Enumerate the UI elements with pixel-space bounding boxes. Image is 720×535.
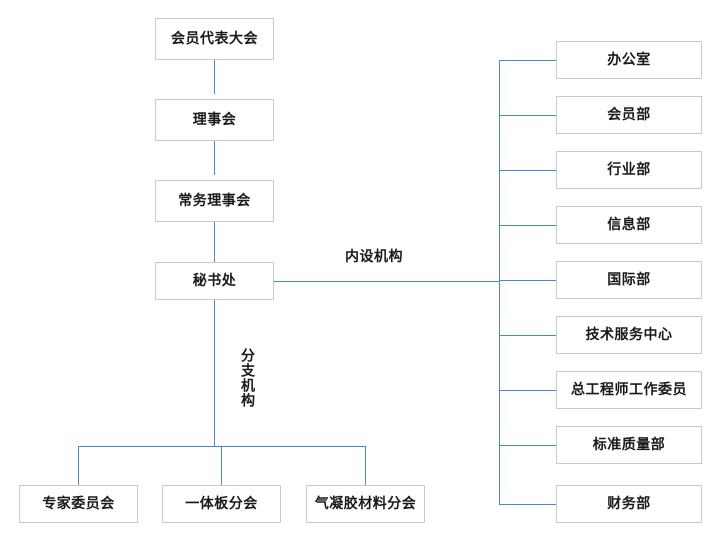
node-industry-label: 行业部 (607, 162, 651, 178)
node-aerogel-material-branch-label: 气凝胶材料分会 (314, 496, 417, 512)
connector-secretariat-to-branch-bus (214, 300, 215, 446)
connector-stub-office (499, 60, 556, 61)
node-secretariat[interactable]: 秘书处 (155, 262, 274, 300)
connector-stub-chief-engineer-committee (499, 390, 556, 391)
node-tech-service-center[interactable]: 技术服务中心 (556, 316, 702, 354)
node-chief-engineer-committee-label: 总工程师工作委员 (571, 382, 687, 398)
node-standing-council-label: 常务理事会 (178, 193, 251, 209)
connector-assembly-to-council (214, 60, 215, 94)
node-international-label: 国际部 (607, 272, 651, 288)
connector-drop-aerogel-material-branch (365, 446, 366, 485)
node-membership[interactable]: 会员部 (556, 96, 702, 134)
connector-council-to-standing-council (214, 141, 215, 175)
node-membership-label: 会员部 (607, 107, 651, 123)
node-expert-committee-label: 专家委员会 (42, 496, 115, 512)
node-office-label: 办公室 (607, 52, 651, 68)
connector-secretariat-to-internal-trunk (274, 281, 500, 282)
node-expert-committee[interactable]: 专家委员会 (19, 485, 138, 523)
node-assembly[interactable]: 会员代表大会 (155, 18, 274, 60)
connector-drop-expert-committee (78, 446, 79, 485)
node-assembly-label: 会员代表大会 (171, 31, 258, 47)
node-standing-council[interactable]: 常务理事会 (155, 180, 274, 222)
caption-branch-organizations: 分支机构 (239, 348, 255, 408)
node-aerogel-material-branch[interactable]: 气凝胶材料分会 (306, 485, 425, 523)
node-standards-quality[interactable]: 标准质量部 (556, 426, 702, 464)
connector-internal-departments-trunk (499, 60, 500, 505)
connector-stub-information (499, 225, 556, 226)
node-secretariat-label: 秘书处 (192, 273, 237, 289)
node-tech-service-center-label: 技术服务中心 (585, 327, 673, 343)
node-information-label: 信息部 (607, 217, 651, 233)
connector-stub-finance (499, 504, 556, 505)
node-office[interactable]: 办公室 (556, 41, 702, 79)
connector-stub-international (499, 280, 556, 281)
node-council[interactable]: 理事会 (155, 99, 274, 141)
node-information[interactable]: 信息部 (556, 206, 702, 244)
node-integrated-board-branch-label: 一体板分会 (185, 496, 258, 512)
connector-stub-industry (499, 170, 556, 171)
node-international[interactable]: 国际部 (556, 261, 702, 299)
connector-branch-bus (78, 446, 366, 447)
connector-stub-membership (499, 115, 556, 116)
connector-standing-council-to-secretariat (214, 222, 215, 262)
connector-stub-tech-service-center (499, 335, 556, 336)
node-finance-label: 财务部 (607, 496, 651, 512)
connector-stub-standards-quality (499, 445, 556, 446)
caption-internal-departments: 内设机构 (341, 246, 407, 266)
node-chief-engineer-committee[interactable]: 总工程师工作委员 (556, 371, 702, 409)
node-integrated-board-branch[interactable]: 一体板分会 (162, 485, 281, 523)
node-industry[interactable]: 行业部 (556, 151, 702, 189)
connector-drop-integrated-board-branch (221, 446, 222, 485)
node-council-label: 理事会 (192, 112, 237, 128)
node-standards-quality-label: 标准质量部 (592, 437, 666, 453)
node-finance[interactable]: 财务部 (556, 485, 702, 523)
